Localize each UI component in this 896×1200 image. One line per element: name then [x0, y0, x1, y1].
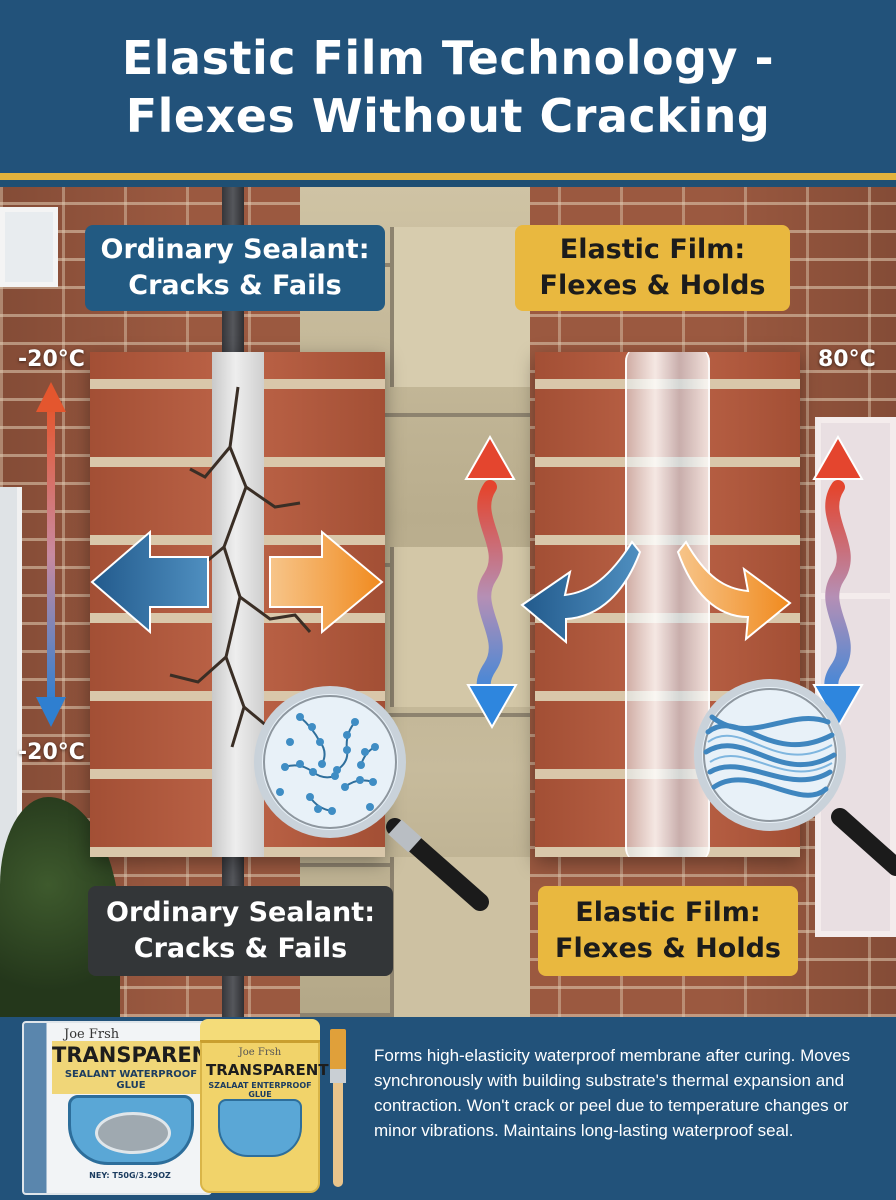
jar-product-name: TRANSPARENT	[206, 1061, 329, 1079]
product-box: Joe Frsh TRANSPARENT SEALANT WATERPROOF …	[22, 1021, 224, 1195]
ordinary-sealant-label-bottom: Ordinary Sealant: Cracks & Fails	[88, 886, 393, 976]
temperature-label-right-top: 80°C	[818, 347, 876, 372]
arrow-right-icon	[269, 529, 384, 635]
elastic-film-label-bottom: Elastic Film: Flexes & Holds	[538, 886, 798, 976]
title-line-1: Elastic Film Technology -	[121, 30, 775, 85]
product-info-panel: Joe Frsh TRANSPARENT SEALANT WATERPROOF …	[0, 1017, 896, 1200]
product-subtitle: SEALANT WATERPROOF GLUE	[52, 1069, 210, 1094]
ordinary-sealant-label-top: Ordinary Sealant: Cracks & Fails	[85, 225, 385, 311]
wavy-arrow-center-icon	[464, 434, 518, 730]
product-jar: Joe Frsh TRANSPARENT SZALAAT ENTERPROOF …	[200, 1019, 329, 1193]
jar-lid	[200, 1019, 320, 1043]
shield-icon	[218, 1099, 302, 1157]
paint-brush-icon	[330, 1029, 346, 1189]
house-window-left	[0, 207, 58, 287]
elastic-film-label-top: Elastic Film: Flexes & Holds	[515, 225, 790, 311]
jar-brand: Joe Frsh	[238, 1047, 282, 1058]
product-description: Forms high-elasticity waterproof membran…	[374, 1046, 851, 1140]
wavy-arrow-right-icon	[812, 434, 864, 730]
temperature-arrow-icon	[36, 382, 66, 727]
scene-graphics	[36, 382, 896, 911]
magnifier-icon	[694, 679, 896, 876]
house-window-left-lower	[0, 487, 22, 907]
temperature-label-left-bottom: -20°C	[18, 740, 85, 765]
curved-arrow-right-icon	[676, 540, 792, 642]
shield-icon	[68, 1095, 194, 1165]
title-line-2: Flexes Without Cracking	[125, 88, 771, 143]
product-brand: Joe Frsh	[64, 1027, 120, 1042]
elastic-film-membrane	[625, 352, 710, 857]
temperature-label-left-top: -20°C	[18, 347, 85, 372]
net-weight: NEY: T50G/3.29OZ	[89, 1171, 171, 1180]
jar-subtitle: SZALAAT ENTERPROOF GLUE	[208, 1081, 312, 1099]
curved-arrow-left-icon	[520, 540, 642, 645]
page-header: Elastic Film Technology - Flexes Without…	[0, 0, 896, 180]
magnifier-icon	[254, 686, 489, 911]
arrow-left-icon	[90, 529, 209, 635]
product-name: TRANSPARENT	[52, 1041, 224, 1069]
comparison-scene: Ordinary Sealant: Cracks & Fails Elastic…	[0, 187, 896, 1017]
